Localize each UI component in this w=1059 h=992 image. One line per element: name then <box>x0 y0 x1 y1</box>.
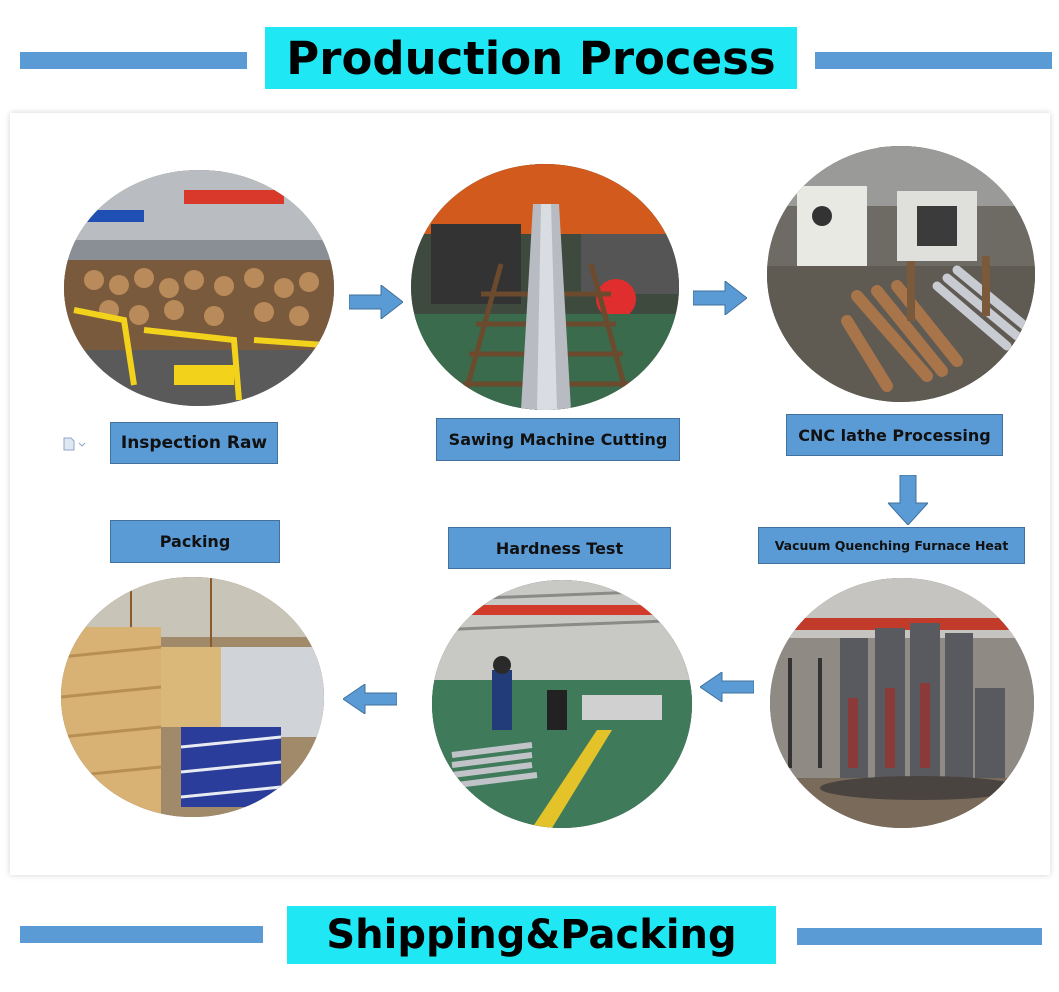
arrow-left-icon <box>700 672 754 702</box>
packing-photo <box>61 577 324 817</box>
footer-bar-left <box>20 926 263 943</box>
header-bar-left <box>20 52 247 69</box>
inspection-raw-photo <box>64 170 334 406</box>
footer-bar-right <box>797 928 1042 945</box>
vacuum-quenching-photo <box>770 578 1034 828</box>
document-icon <box>63 437 86 451</box>
arrow-right-icon <box>693 281 747 315</box>
page-title: Production Process <box>265 27 797 89</box>
arrow-right-icon <box>349 285 403 319</box>
step-label-sawing-machine-cutting: Sawing Machine Cutting <box>436 418 680 461</box>
arrow-down-icon <box>888 475 928 525</box>
sawing-machine-photo <box>411 164 679 410</box>
step-label-hardness-test: Hardness Test <box>448 527 671 569</box>
step-label-inspection-raw: Inspection Raw <box>110 422 278 464</box>
step-label-vacuum-quenching: Vacuum Quenching Furnace Heat <box>758 527 1025 564</box>
step-label-cnc-lathe-processing: CNC lathe Processing <box>786 414 1003 456</box>
footer-title: Shipping&Packing <box>287 906 776 964</box>
cnc-lathe-photo <box>767 146 1035 402</box>
arrow-left-icon <box>343 684 397 714</box>
step-label-packing: Packing <box>110 520 280 563</box>
header-bar-right <box>815 52 1052 69</box>
hardness-test-photo <box>432 580 692 828</box>
